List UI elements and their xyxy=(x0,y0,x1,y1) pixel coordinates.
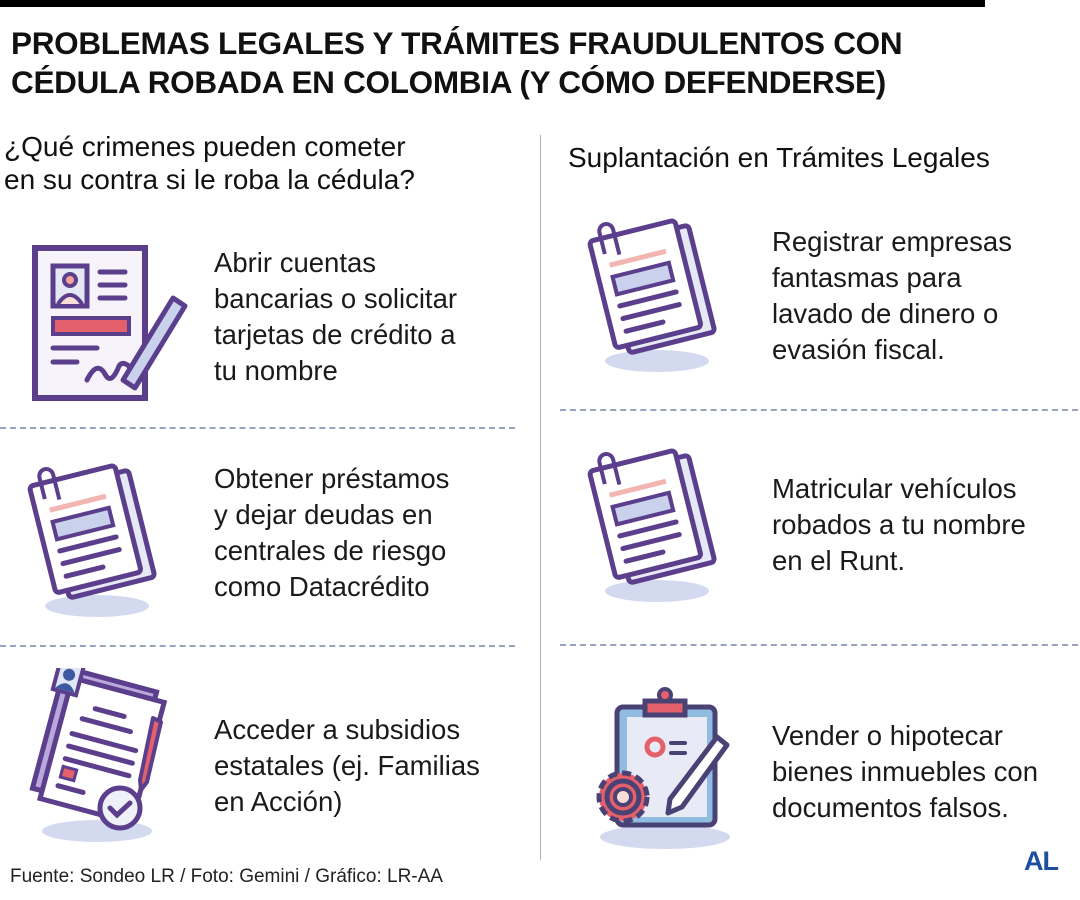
page-title: PROBLEMAS LEGALES Y TRÁMITES FRAUDULENTO… xyxy=(11,24,903,102)
divider xyxy=(0,427,515,429)
title-line-1: PROBLEMAS LEGALES Y TRÁMITES FRAUDULENTO… xyxy=(11,25,903,61)
left-item-1: Abrir cuentas bancarias o solicitar tarj… xyxy=(214,245,457,389)
left-heading-line-2: en su contra si le roba la cédula? xyxy=(4,164,415,195)
item-line: documentos falsos. xyxy=(772,792,1009,823)
clipboard-gear-icon xyxy=(596,687,730,849)
left-heading: ¿Qué crimenes pueden cometer en su contr… xyxy=(4,130,415,196)
item-line: centrales de riesgo xyxy=(214,535,447,566)
item-line: y dejar deudas en xyxy=(214,499,433,530)
item-line: tu nombre xyxy=(214,355,338,386)
divider xyxy=(560,409,1078,411)
divider xyxy=(0,645,515,647)
right-item-3: Vender o hipotecar bienes inmuebles con … xyxy=(772,718,1038,826)
item-line: en Acción) xyxy=(214,786,343,817)
item-line: Vender o hipotecar xyxy=(772,720,1003,751)
item-line: bancarias o solicitar xyxy=(214,283,458,314)
item-line: Registrar empresas xyxy=(772,226,1012,257)
item-line: evasión fiscal. xyxy=(772,334,945,365)
documents-clip-icon xyxy=(587,448,717,602)
brand-logo: AL xyxy=(1024,846,1059,876)
right-heading: Suplantación en Trámites Legales xyxy=(568,142,990,173)
item-line: tarjetas de crédito a xyxy=(214,319,456,350)
left-heading-line-1: ¿Qué crimenes pueden cometer xyxy=(4,131,406,162)
item-line: bienes inmuebles con xyxy=(772,756,1039,787)
item-line: en el Runt. xyxy=(772,545,906,576)
item-line: lavado de dinero o xyxy=(772,298,999,329)
column-divider xyxy=(540,135,541,860)
item-line: Obtener préstamos xyxy=(214,463,450,494)
top-rule xyxy=(0,0,985,7)
source-footer: Fuente: Sondeo LR / Foto: Gemini / Gráfi… xyxy=(10,866,443,887)
documents-clip-icon xyxy=(27,463,157,617)
divider xyxy=(560,644,1078,646)
left-item-2: Obtener préstamos y dejar deudas en cent… xyxy=(214,461,449,605)
item-line: Abrir cuentas xyxy=(214,247,377,278)
item-line: como Datacrédito xyxy=(214,571,430,602)
documents-clip-icon xyxy=(587,218,717,372)
item-line: estatales (ej. Familias xyxy=(214,750,480,781)
right-item-2: Matricular vehículos robados a tu nombre… xyxy=(772,471,1026,579)
right-item-1: Registrar empresas fantasmas para lavado… xyxy=(772,224,1012,368)
item-line: Matricular vehículos xyxy=(772,473,1017,504)
item-line: Acceder a subsidios xyxy=(214,714,461,745)
item-line: fantasmas para xyxy=(772,262,962,293)
signed-document-icon xyxy=(32,245,188,401)
approved-application-icon xyxy=(29,668,168,842)
left-item-3: Acceder a subsidios estatales (ej. Famil… xyxy=(214,712,480,820)
title-line-2: CÉDULA ROBADA EN COLOMBIA (Y CÓMO DEFEND… xyxy=(11,64,886,100)
item-line: robados a tu nombre xyxy=(772,509,1026,540)
